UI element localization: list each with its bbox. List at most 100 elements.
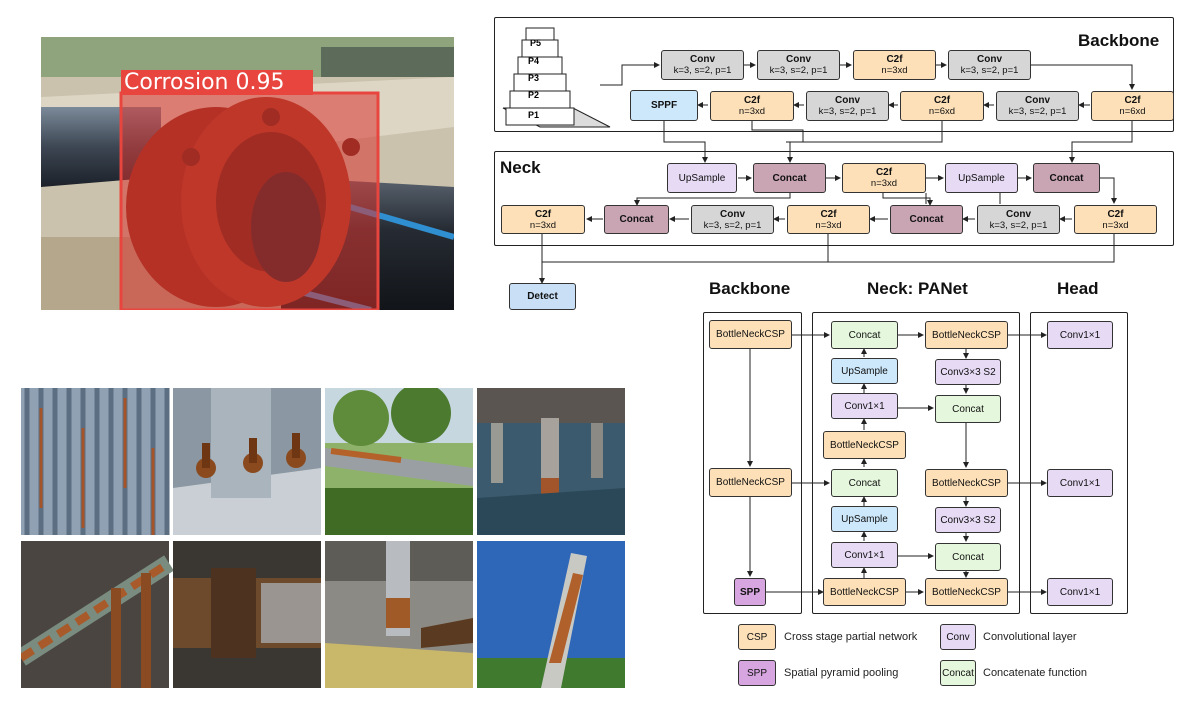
legend-text-concat: Concatenate function [983, 667, 1087, 679]
node-name: UpSample [958, 172, 1005, 184]
legend-swatch-label: Conv [946, 631, 970, 643]
legend-swatch-label: SPP [746, 667, 767, 679]
node-params: k=3, s=2, p=1 [818, 106, 877, 117]
backbone-c2f-4: C2f n=6xd [1091, 91, 1174, 121]
node-name: UpSample [841, 513, 888, 525]
v5-neck-csp-4: BottleNeckCSP [925, 469, 1008, 497]
legend-text-conv: Convolutional layer [983, 631, 1077, 643]
v5-head-conv1x1-3: Conv1×1 [1047, 578, 1113, 606]
backbone-conv-1: Conv k=3, s=2, p=1 [661, 50, 744, 80]
node-name: Conv3×3 S2 [940, 366, 996, 378]
node-name: C2f [886, 54, 903, 65]
neck-concat-2: Concat [1033, 163, 1100, 193]
yolov5-neck-frame [812, 312, 1020, 614]
col-head-title: Head [1057, 279, 1099, 298]
v5-head-conv1x1-1: Conv1×1 [1047, 321, 1113, 349]
legend-swatch-concat: Concat [940, 660, 976, 686]
legend-swatch-conv: Conv [940, 624, 976, 650]
neck-upsample-1: UpSample [667, 163, 737, 193]
node-params: n=3xd [1102, 219, 1129, 231]
node-name: Conv [720, 208, 745, 220]
neck-conv-1: Conv k=3, s=2, p=1 [691, 205, 774, 234]
v5-backbone-csp-1: BottleNeckCSP [709, 320, 792, 349]
col-backbone-title: Backbone [709, 279, 791, 298]
v5-head-conv1x1-2: Conv1×1 [1047, 469, 1113, 497]
legend-swatch-spp: SPP [738, 660, 776, 686]
v5-neck-csp-2: BottleNeckCSP [823, 578, 906, 606]
node-params: n=6xd [928, 106, 956, 117]
v5-neck-csp-1: BottleNeckCSP [823, 431, 906, 459]
rusty-railing-image [16, 541, 174, 688]
node-name: C2f [743, 95, 761, 106]
pyramid-label-p3: P3 [528, 73, 540, 83]
v5-neck-conv3x3-1: Conv3×3 S2 [935, 359, 1001, 385]
node-params: n=3xd [870, 178, 898, 189]
node-name: BottleNeckCSP [830, 439, 899, 451]
v5-neck-concat-2: Concat [831, 469, 898, 497]
neck-panel [494, 151, 1174, 246]
node-name: Conv [1025, 95, 1050, 106]
node-name: C2f [534, 208, 552, 220]
pyramid-label-p1: P1 [528, 110, 540, 120]
legend-swatch-label: Concat [942, 667, 974, 679]
node-name: Concat [952, 403, 984, 415]
node-name: BottleNeckCSP [716, 329, 785, 340]
node-name: Conv1×1 [1059, 586, 1101, 598]
backbone-conv-4: Conv k=3, s=2, p=1 [806, 91, 889, 121]
node-name: C2f [933, 95, 951, 106]
col-neck-title: Neck: PANet [867, 279, 968, 298]
v5-neck-concat-1: Concat [831, 321, 898, 349]
neck-c2f-out-1: C2f n=3xd [501, 205, 585, 234]
rusty-bolts-image [173, 388, 321, 535]
neck-concat-1: Concat [753, 163, 826, 193]
node-name: BottleNeckCSP [932, 329, 1001, 341]
node-params: k=3, s=2, p=1 [703, 219, 762, 231]
node-name: UpSample [678, 172, 726, 184]
v5-neck-csp-3: BottleNeckCSP [925, 321, 1008, 349]
v5-neck-conv3x3-2: Conv3×3 S2 [935, 507, 1001, 533]
node-name: Detect [527, 291, 558, 302]
neck-title: Neck [500, 158, 541, 177]
backbone-title: Backbone [1078, 31, 1160, 50]
node-name: BottleNeckCSP [830, 586, 899, 598]
node-name: Concat [772, 172, 807, 184]
node-name: Conv1×1 [1059, 329, 1101, 341]
node-name: BottleNeckCSP [932, 586, 1001, 598]
rusty-pipe-image [173, 541, 321, 688]
node-name: Conv1×1 [844, 400, 885, 412]
detection-label: Corrosion 0.95 [124, 70, 285, 95]
node-name: Conv1×1 [1059, 477, 1101, 489]
node-name: BottleNeckCSP [716, 477, 785, 488]
node-name: C2f [1124, 95, 1141, 106]
v5-neck-upsample-2: UpSample [831, 506, 898, 532]
node-name: Concat [848, 329, 881, 341]
neck-c2f-out-2: C2f n=3xd [787, 205, 870, 234]
detect-node: Detect [509, 283, 576, 310]
node-name: Concat [619, 214, 654, 225]
node-name: Concat [952, 551, 984, 563]
legend-text-spp: Spatial pyramid pooling [784, 667, 899, 679]
v5-neck-upsample-1: UpSample [831, 358, 898, 384]
v5-neck-conv1x1-2: Conv1×1 [831, 542, 898, 568]
rusty-pole-image [477, 541, 625, 688]
node-name: C2f [1107, 208, 1124, 220]
node-params: k=3, s=2, p=1 [960, 65, 1019, 76]
backbone-panel [494, 17, 1174, 132]
node-name: SPP [739, 586, 760, 598]
node-params: n=6xd [1119, 106, 1146, 117]
node-name: Conv [786, 54, 811, 65]
legend-text-csp: Cross stage partial network [784, 631, 918, 643]
node-name: Conv [1006, 208, 1031, 220]
node-params: k=3, s=2, p=1 [769, 65, 828, 76]
node-name: Concat [909, 214, 944, 225]
backbone-c2f-1: C2f n=3xd [853, 50, 936, 80]
node-params: k=3, s=2, p=1 [1008, 106, 1067, 117]
node-name: Conv [977, 54, 1002, 65]
pyramid-label-p5: P5 [530, 38, 542, 48]
node-params: n=3xd [881, 65, 908, 76]
node-name: Conv [690, 54, 715, 65]
corrosion-detection-photo: Corrosion 0.95 [41, 37, 454, 310]
v5-backbone-csp-2: BottleNeckCSP [709, 468, 792, 497]
